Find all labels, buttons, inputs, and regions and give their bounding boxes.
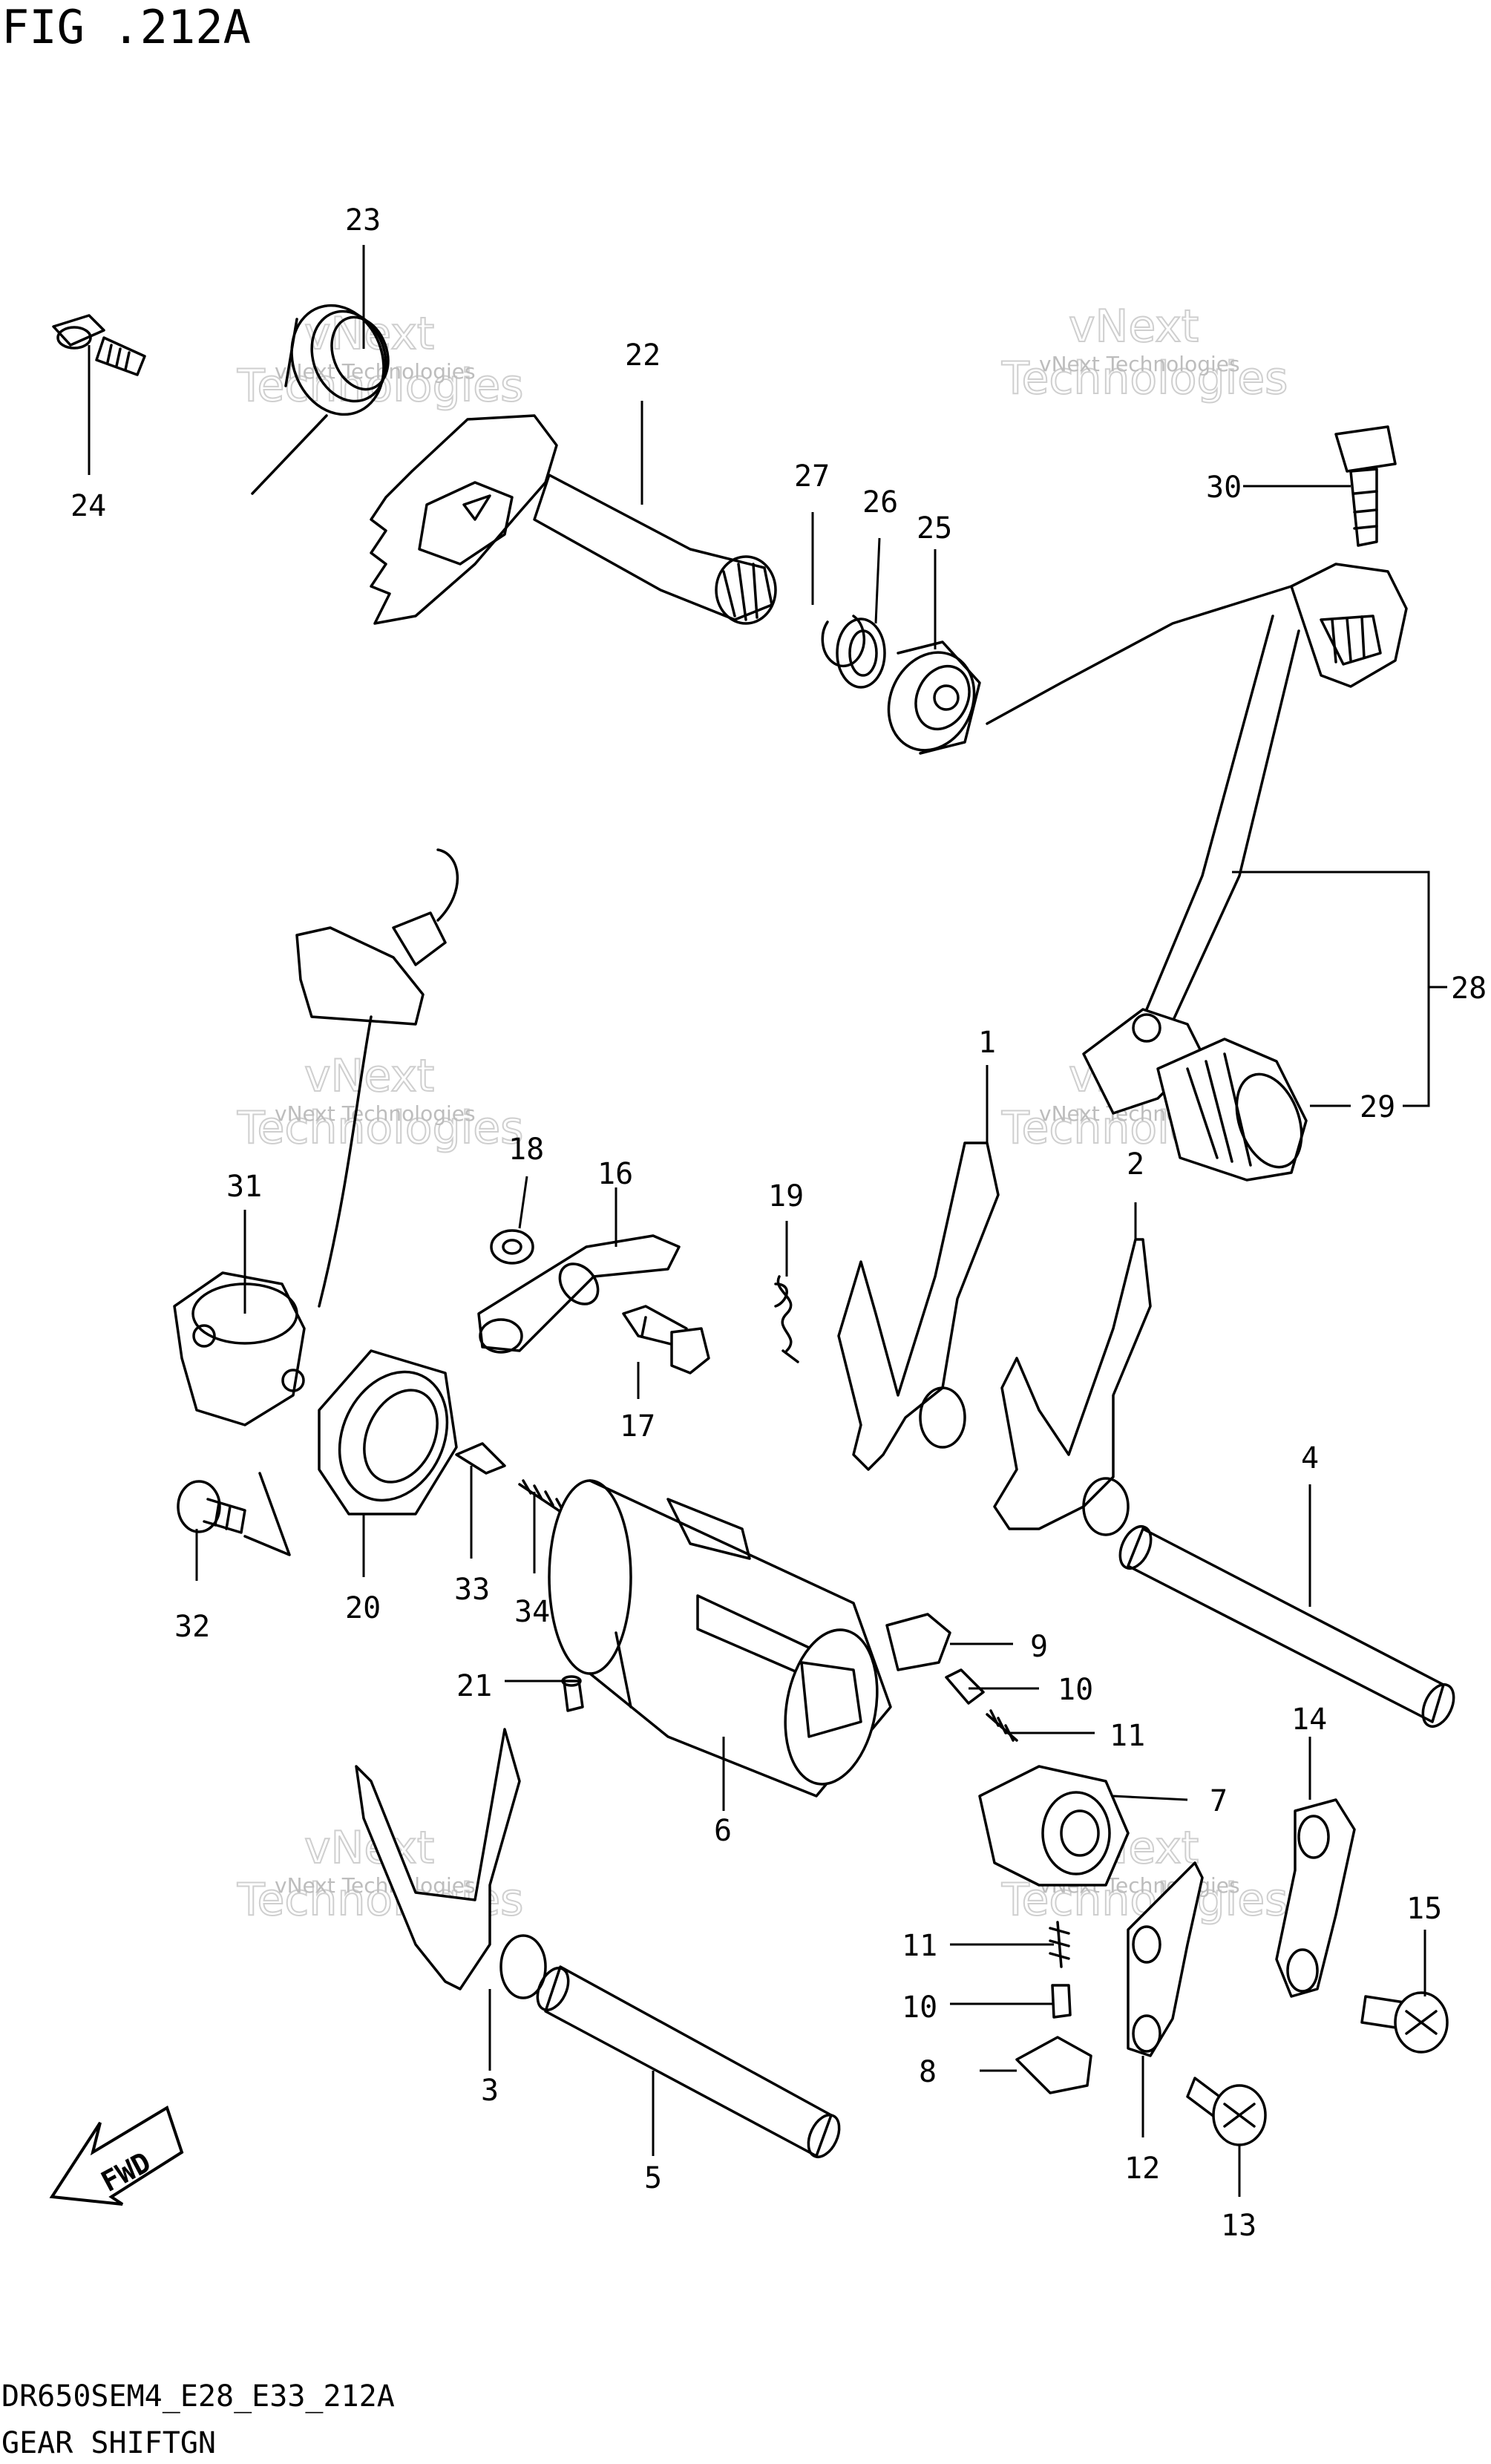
figure-title: FIG .212A [1, 0, 251, 54]
part-9-pawl [885, 1613, 951, 1671]
part-10-pin-upper [945, 1668, 985, 1705]
svg-text:vNext: vNext [304, 308, 434, 360]
part-25-bearing [887, 640, 981, 755]
callout-26: 26 [862, 485, 898, 520]
watermark: vNext Technologies vNext Technologies [1000, 300, 1288, 405]
part-19-spring [774, 1275, 799, 1363]
part-10-pin-lower [1051, 1984, 1072, 2019]
model-code: DR650SEM4_E28_E33_212A [1, 2379, 395, 2414]
callout-25: 25 [917, 511, 952, 545]
callout-32: 32 [174, 1610, 210, 1644]
svg-text:vNext Technologies: vNext Technologies [275, 1101, 476, 1126]
callout-13: 13 [1221, 2209, 1256, 2243]
part-32-screw [177, 1472, 291, 1556]
part-12-cam-stopper-plate [1127, 1861, 1204, 2057]
svg-text:vNext Technologies: vNext Technologies [275, 1873, 476, 1898]
part-7-pawl-holder [978, 1765, 1130, 1887]
part-30-bolt [1334, 425, 1397, 547]
callout-3: 3 [481, 2074, 499, 2108]
part-33-pin [455, 1442, 506, 1475]
callout-7: 7 [1210, 1784, 1228, 1818]
svg-text:Technologies: Technologies [1001, 353, 1288, 404]
callout-9: 9 [1030, 1630, 1048, 1664]
part-31-gear-position-switch [173, 848, 459, 1426]
callout-30: 30 [1206, 471, 1242, 505]
part-34-spring [518, 1479, 566, 1516]
callout-10-lower: 10 [902, 1990, 937, 2025]
part-1-shift-fork [837, 1141, 1000, 1471]
callout-20: 20 [345, 1591, 381, 1625]
callout-6: 6 [714, 1814, 732, 1848]
part-11-spring-lower [1049, 1921, 1070, 1968]
part-6-gearshift-cam [548, 1479, 892, 1798]
svg-text:vNext Technologies: vNext Technologies [275, 359, 476, 384]
part-18-washer [490, 1229, 534, 1265]
part-26-washer [836, 617, 886, 689]
callout-1: 1 [978, 1026, 996, 1060]
part-23-spring [251, 304, 390, 495]
callout-5: 5 [644, 2161, 662, 2195]
part-22-gearshift-shaft [370, 414, 777, 625]
callout-27: 27 [794, 459, 830, 494]
svg-text:vNext Technologies: vNext Technologies [1039, 352, 1240, 376]
part-21-dowel-pin [561, 1675, 584, 1712]
callouts: 1 2 3 4 5 6 7 8 9 10 11 11 10 12 13 14 1… [71, 203, 1487, 2243]
callout-17: 17 [620, 1409, 655, 1444]
watermark: vNext Technologies vNext Technologies [236, 1821, 524, 1927]
part-11-spring-upper [986, 1709, 1018, 1742]
part-5-fork-shaft [536, 1965, 841, 2158]
svg-text:vNext: vNext [1069, 301, 1199, 353]
callout-2: 2 [1127, 1147, 1144, 1182]
callout-34: 34 [514, 1595, 550, 1629]
callout-16: 16 [597, 1157, 633, 1191]
part-14-cam-guide [1275, 1798, 1356, 1998]
part-16-stopper-arm [477, 1234, 681, 1354]
part-24-bolt [52, 314, 146, 376]
callout-12: 12 [1124, 2152, 1160, 2186]
callout-22: 22 [625, 338, 661, 373]
callout-24: 24 [71, 489, 106, 523]
callout-8: 8 [919, 2055, 937, 2089]
section-name: GEAR SHIFTGN [1, 2426, 216, 2460]
callout-31: 31 [226, 1170, 262, 1204]
callout-29: 29 [1360, 1090, 1395, 1124]
part-17-bolt [622, 1305, 710, 1374]
callout-4: 4 [1301, 1441, 1319, 1475]
svg-text:vNext: vNext [304, 1050, 434, 1102]
callout-28: 28 [1451, 971, 1487, 1006]
watermark: vNext Technologies vNext Technologies [236, 1049, 524, 1155]
part-2-shift-fork [993, 1238, 1152, 1536]
part-4-fork-shaft [1118, 1525, 1455, 1728]
callout-11-upper: 11 [1110, 1719, 1145, 1753]
part-8-pawl [1015, 2036, 1092, 2094]
part-28-shift-lever [986, 563, 1408, 1055]
callout-21: 21 [456, 1669, 492, 1703]
svg-text:Technologies: Technologies [237, 1102, 523, 1154]
callout-14: 14 [1291, 1703, 1327, 1737]
part-15-screw [1360, 1991, 1449, 2054]
part-20-cam-gear [318, 1349, 458, 1516]
callout-11-lower: 11 [902, 1929, 937, 1963]
watermark: vNext Technologies vNext Technologies [236, 307, 524, 413]
callout-23: 23 [345, 203, 381, 237]
part-27-circlip [821, 615, 866, 668]
callout-10-upper: 10 [1058, 1673, 1093, 1707]
callout-15: 15 [1406, 1892, 1442, 1926]
fwd-arrow: FWD [49, 2106, 184, 2206]
callout-18: 18 [508, 1133, 544, 1167]
part-3-shift-fork [355, 1728, 547, 1999]
part-29-footpeg [1082, 1008, 1308, 1182]
watermarks: vNext Technologies vNext Technologies vN… [236, 300, 1288, 1927]
callout-33: 33 [454, 1573, 490, 1607]
callout-19: 19 [768, 1179, 804, 1213]
part-13-screw [1186, 2077, 1267, 2146]
leader-lines [88, 245, 1447, 2197]
